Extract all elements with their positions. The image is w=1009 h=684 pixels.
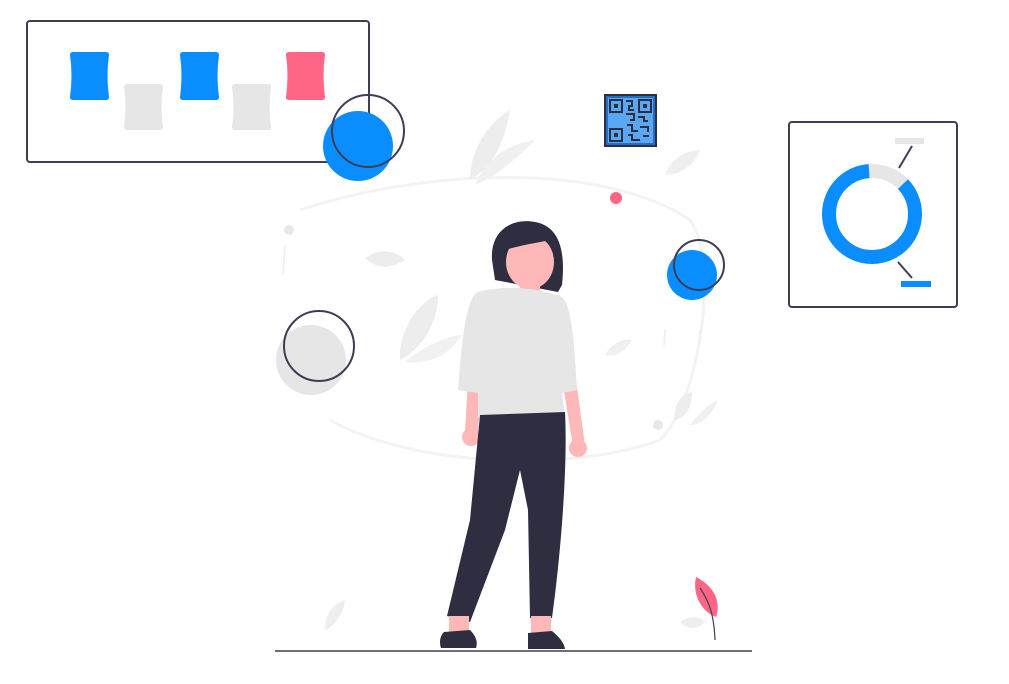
- kanban-card-gray: [232, 84, 271, 130]
- leaf-icon: [680, 617, 705, 628]
- left-ankle: [449, 616, 469, 634]
- kanban-card-gray: [124, 84, 163, 130]
- kanban-board: [26, 20, 370, 163]
- left-shoe: [440, 630, 477, 648]
- leaf-icon: [690, 400, 718, 425]
- right-ankle: [531, 616, 551, 634]
- donut-label-gray: [895, 138, 924, 144]
- qr-code-icon: [604, 94, 657, 147]
- leaf-icon: [470, 110, 510, 180]
- background-dot: [284, 225, 294, 235]
- leaf-icon: [695, 577, 718, 617]
- shirt: [458, 287, 577, 418]
- leaf-icon: [665, 150, 700, 175]
- kanban-card-pink: [286, 52, 325, 100]
- donut-label-blue: [901, 281, 931, 287]
- background-dot: [653, 420, 663, 430]
- donut-leader-line: [897, 261, 913, 279]
- circle-outline: [331, 94, 405, 168]
- leaf-icon: [399, 295, 438, 360]
- circle-outline: [673, 239, 725, 291]
- face: [506, 235, 554, 289]
- pants: [447, 412, 566, 622]
- plant: [695, 577, 718, 641]
- right-arm: [563, 380, 585, 446]
- leaf-icon: [325, 600, 345, 630]
- kanban-card-blue: [70, 52, 109, 100]
- leaf-icon: [365, 251, 405, 267]
- donut-value-arc: [822, 163, 922, 264]
- pink-dot: [610, 192, 622, 204]
- left-hand: [462, 428, 480, 446]
- leaf-icon: [405, 335, 462, 363]
- leaf-icon: [674, 392, 692, 420]
- background-bracket: [282, 244, 701, 347]
- right-hand: [569, 439, 587, 457]
- donut-frame: [788, 121, 958, 308]
- leaf-icon: [605, 339, 632, 356]
- right-shoe: [528, 631, 565, 649]
- blue-circle-filled: [667, 250, 717, 300]
- circle-outline: [283, 310, 355, 382]
- donut-card: [788, 121, 958, 308]
- gray-circle-filled: [276, 325, 346, 395]
- hair-bangs: [498, 227, 556, 252]
- leaf-icon: [475, 140, 535, 185]
- plant-stem: [699, 587, 716, 641]
- donut-leader-line: [898, 145, 913, 169]
- blue-circle-filled: [323, 111, 393, 181]
- kanban-card-blue: [180, 52, 219, 100]
- woman-figure: [440, 221, 587, 649]
- left-arm: [464, 380, 482, 438]
